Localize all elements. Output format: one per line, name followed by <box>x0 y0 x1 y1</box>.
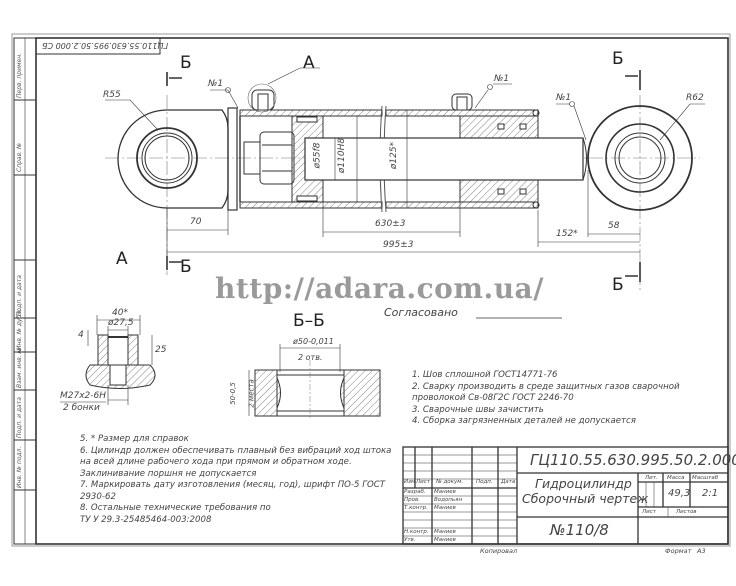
dim-40: 40* <box>112 308 128 318</box>
note: 1. Шов сплошной ГОСТ14771-76 <box>412 370 558 380</box>
side-label: Перв. примен. <box>16 52 23 98</box>
side-label: Взам. инв. № <box>16 347 23 388</box>
person: Маниев <box>434 505 456 511</box>
notes-right: 1. Шов сплошной ГОСТ14771-76 2. Сварку п… <box>412 370 680 428</box>
top-stamp-box <box>35 37 161 55</box>
top-stamp-code: ГЦ110.55.630.995.50.2.000 СБ <box>42 41 169 50</box>
dim-r-right: R62 <box>686 93 704 103</box>
agreed-label: Согласовано <box>384 306 458 319</box>
dim-piston: ø110H8 <box>337 137 348 174</box>
hdr-sign: Подп. <box>476 479 493 485</box>
dim-total: 995±3 <box>383 240 414 250</box>
places-note: 2 места <box>247 379 256 408</box>
role: Утв. <box>404 537 416 543</box>
note: 2. Сварку производить в среде защитных г… <box>412 381 680 392</box>
person: Маниев <box>434 489 456 495</box>
thread-note: 2 бонки <box>63 403 100 413</box>
dim-58: 58 <box>608 221 620 231</box>
person: Водопьян <box>434 497 463 503</box>
section-mark-b: Б <box>180 53 192 73</box>
role: Пров. <box>404 497 420 503</box>
thread-label: M27x2-6H <box>60 391 107 401</box>
dim-25: 25 <box>155 345 167 355</box>
role: Н.контр. <box>404 529 429 535</box>
hdr-doc: № докум. <box>436 479 464 485</box>
format-label: Формат <box>665 547 692 555</box>
note: 3. Сварочные швы зачистить <box>412 404 544 415</box>
section-mark-b: Б <box>180 257 192 277</box>
hdr-sheet: Лист <box>416 479 430 485</box>
view-mark-a: А <box>303 53 315 73</box>
dim-stroke: 630±3 <box>375 219 406 229</box>
hdr-date: Дата <box>501 479 516 485</box>
note: на всей длине рабочего хода при прямом и… <box>80 457 352 467</box>
dim-tube: ø125* <box>389 141 400 170</box>
watermark: http://adara.com.ua/ <box>215 272 544 305</box>
side-label: Подп. и дата <box>16 397 23 438</box>
role: Т.контр. <box>404 505 428 511</box>
mass-label: Масса <box>667 475 685 481</box>
note: 2930-62 <box>80 491 116 502</box>
drawing-name: Гидроцилиндр <box>535 476 632 491</box>
dim-27-5: ø27,5 <box>108 318 134 328</box>
dim-70: 70 <box>190 217 202 227</box>
section-mark-b: Б <box>612 275 624 295</box>
note: проволокой Св-08Г2С ГОСТ 2246-70 <box>412 393 574 403</box>
dim-rod: ø55f8 <box>312 142 323 169</box>
section-mark-b: Б <box>612 49 624 69</box>
note: 8. Остальные технические требования по <box>80 503 271 513</box>
mass-value: 49,3 <box>668 488 691 499</box>
side-label: Инв. № подл. <box>16 446 23 488</box>
note: 6. Цилиндр должен обеспечивать плавный б… <box>80 445 392 456</box>
view-a-title: А <box>116 249 128 269</box>
hdr-change: Изм <box>404 479 416 485</box>
dim-side: 50-0,5 <box>228 382 237 405</box>
person: Маниев <box>434 537 456 543</box>
note: Заклинивание поршня не допускается <box>80 468 257 479</box>
section-bb-title: Б–Б <box>293 311 325 331</box>
scale-label: Масштаб <box>692 475 719 481</box>
notes-left: 5. * Размер для справок 6. Цилиндр долже… <box>80 434 391 526</box>
dim-4: 4 <box>78 330 84 340</box>
format-value: А3 <box>697 547 706 555</box>
copied-label: Копировал <box>480 547 518 555</box>
holes-note: 2 отв. <box>298 353 323 362</box>
drawing-type: Сборочный чертеж <box>522 491 649 506</box>
weld-callout: №1 <box>208 79 224 89</box>
side-label: Инв. № дубл. <box>16 308 23 350</box>
dim-152: 152* <box>556 229 578 239</box>
drawing-number: №110/8 <box>550 521 609 539</box>
sheets-label: Листов <box>676 509 697 515</box>
outer-frame <box>11 33 731 547</box>
note: 5. * Размер для справок <box>80 434 189 444</box>
note: 4. Сборка загрязненных деталей не допуск… <box>412 416 636 426</box>
dim-r-left: R55 <box>103 90 121 100</box>
weld-callout: №1 <box>556 93 572 103</box>
person: Маниев <box>434 529 456 535</box>
scale-value: 2:1 <box>702 488 719 499</box>
drawing-code: ГЦ110.55.630.995.50.2.000 СБ <box>530 451 736 469</box>
note: 7. Маркировать дату изготовления (месяц,… <box>80 480 386 490</box>
sheet-label: Лист <box>642 509 656 515</box>
side-label: Справ. № <box>16 142 23 172</box>
lit-label: Лит. <box>645 475 658 481</box>
weld-callout: №1 <box>494 74 510 84</box>
dim-50: ø50-0,011 <box>293 337 334 346</box>
role: Разраб. <box>404 489 426 495</box>
note: ТУ У 29.3-25485464-003:2008 <box>80 514 212 525</box>
